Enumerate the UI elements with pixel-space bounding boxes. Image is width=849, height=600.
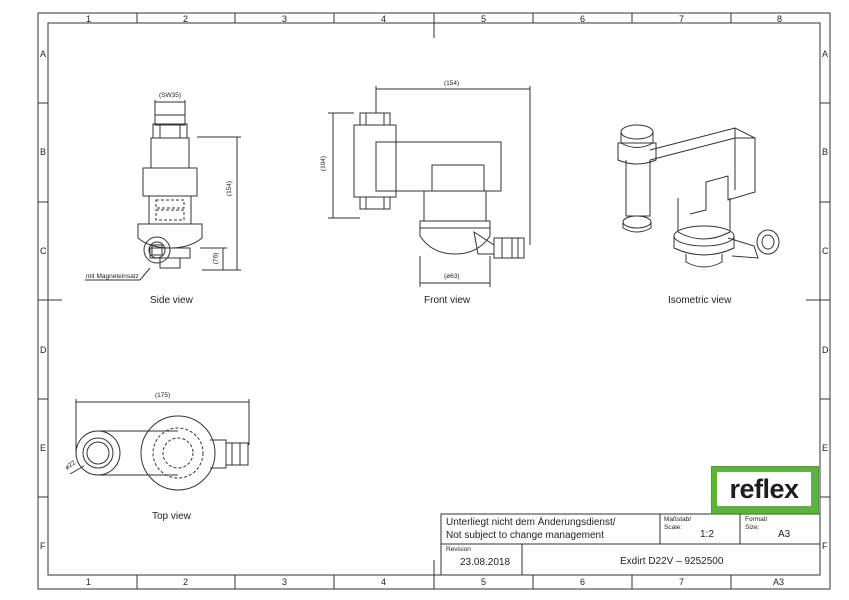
- drawing-title: Exdirt D22V – 9252500: [620, 556, 724, 567]
- col-label-top-7: 7: [679, 14, 685, 24]
- col-label-bottom-3: 3: [282, 577, 288, 587]
- row-label-right-F: F: [822, 541, 828, 551]
- row-label-left-E: E: [40, 443, 47, 453]
- side-magnet-note: mit Magneteinsatz: [86, 273, 139, 280]
- format-label-de: Format/: [745, 516, 768, 523]
- side-view-drawing: [85, 100, 241, 281]
- dim-front-dia63: (ø63): [444, 273, 460, 280]
- col-label-top-1: 1: [86, 14, 92, 24]
- logo-text: reflex: [729, 474, 799, 504]
- label-isometric-view: Isometric view: [668, 295, 732, 306]
- scale-value: 1:2: [700, 529, 714, 540]
- col-label-bottom-format: A3: [773, 577, 785, 587]
- col-label-bottom-4: 4: [381, 577, 387, 587]
- col-label-bottom-6: 6: [580, 577, 586, 587]
- col-label-top-5: 5: [481, 14, 487, 24]
- label-front-view: Front view: [424, 295, 471, 306]
- row-label-right-C: C: [822, 246, 829, 256]
- label-side-view: Side view: [150, 295, 193, 306]
- dim-side-76: (76): [212, 252, 220, 265]
- scale-label-de: Maßstab/: [664, 516, 692, 523]
- col-label-top-8: 8: [777, 14, 783, 24]
- reflex-logo: reflex: [711, 466, 819, 514]
- col-label-bottom-2: 2: [183, 577, 189, 587]
- col-label-top-3: 3: [282, 14, 288, 24]
- col-label-bottom-7: 7: [679, 577, 685, 587]
- col-label-top-6: 6: [580, 14, 586, 24]
- notice-line-1: Unterliegt nicht dem Änderungsdienst/: [446, 517, 616, 528]
- row-label-right-D: D: [822, 345, 829, 355]
- row-label-right-B: B: [822, 147, 829, 157]
- top-view-drawing: [69, 399, 250, 491]
- row-label-right-E: E: [822, 443, 829, 453]
- format-value: A3: [778, 529, 791, 540]
- col-label-top-2: 2: [183, 14, 189, 24]
- dim-top-175: (175): [155, 392, 171, 399]
- col-label-bottom-1: 1: [86, 577, 92, 587]
- row-label-right-A: A: [822, 49, 829, 59]
- format-label-en: Size:: [745, 524, 760, 531]
- row-ticks: [38, 102, 830, 498]
- isometric-view-drawing: [617, 124, 780, 268]
- dim-front-154: (154): [444, 80, 460, 87]
- title-block-frame: [440, 513, 821, 576]
- revision-date: 23.08.2018: [460, 557, 511, 568]
- col-label-bottom-5: 5: [481, 577, 487, 587]
- dim-side-sw35: (SW35): [159, 92, 182, 99]
- dim-side-154: (154): [226, 180, 234, 197]
- row-label-left-A: A: [40, 49, 47, 59]
- front-view-drawing: [328, 86, 531, 287]
- scale-label-en: Scale:: [664, 524, 683, 531]
- row-label-left-B: B: [40, 147, 47, 157]
- col-label-top-4: 4: [381, 14, 387, 24]
- row-label-left-D: D: [40, 345, 47, 355]
- label-top-view: Top view: [152, 511, 191, 522]
- notice-line-2: Not subject to change management: [446, 530, 604, 541]
- row-label-left-C: C: [40, 246, 47, 256]
- dim-front-104: (104): [320, 155, 328, 172]
- column-ticks: [136, 13, 732, 589]
- row-label-left-F: F: [40, 541, 46, 551]
- revision-label: Revision: [446, 546, 471, 553]
